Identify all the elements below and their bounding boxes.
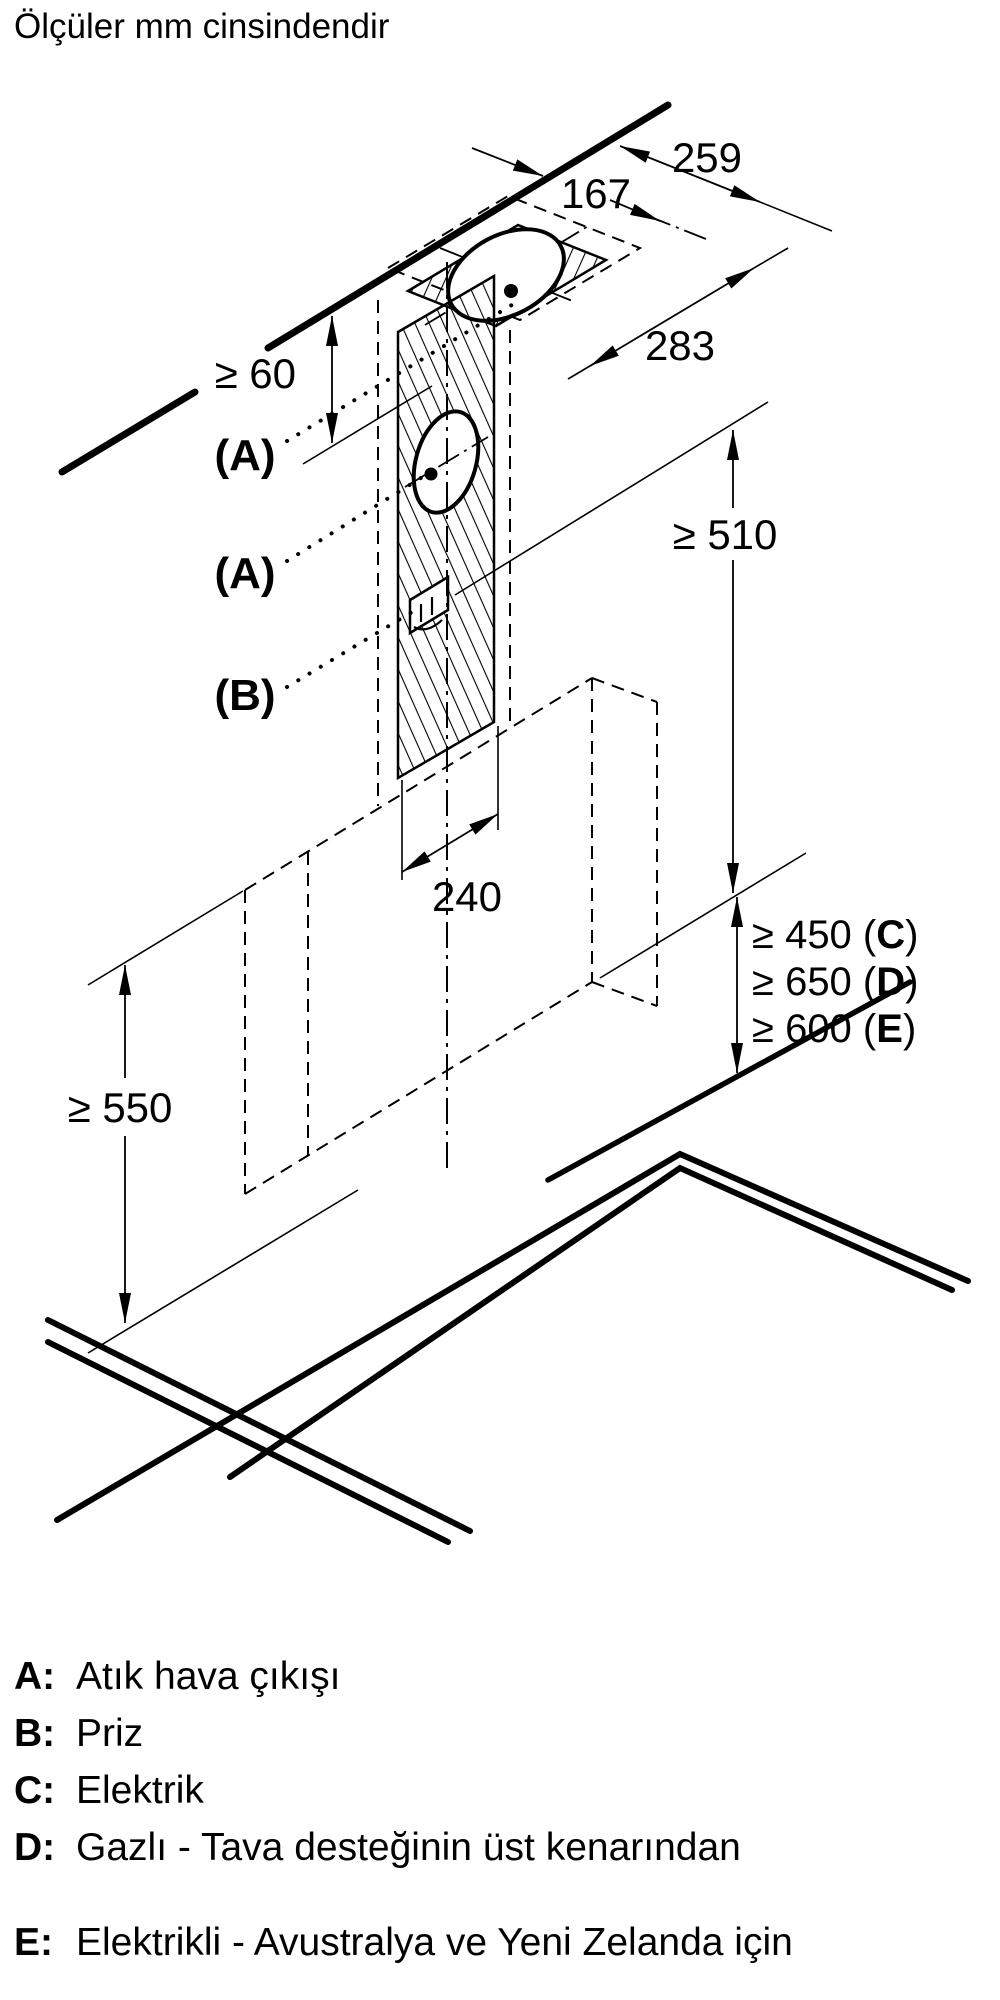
dim-240-label: 240	[432, 873, 502, 920]
clearance-650-D: ≥ 650 (D)	[752, 960, 918, 1004]
clearance-450-C: ≥ 450 (C)	[752, 913, 918, 957]
dim-min510-label: ≥ 510	[673, 511, 778, 558]
dim-240-arrow	[401, 813, 499, 873]
legend-text-e: Elektrikli - Avustralya ve Yeni Zelanda …	[76, 1921, 793, 1964]
legend-row-d: D: Gazlı - Tava desteğinin üst kenarında…	[14, 1819, 989, 1876]
dimension-arrows	[119, 145, 761, 1323]
callout-duct-top: (A)	[214, 431, 275, 480]
legend-key-c: C:	[14, 1769, 56, 1812]
callout-duct-wall: (A)	[214, 549, 275, 598]
duct-center-dot-wall	[424, 467, 438, 481]
hood-chimney-dashed	[377, 300, 511, 806]
ceiling-line	[58, 101, 672, 476]
legend-text-c: Elektrik	[76, 1769, 204, 1812]
hood-canopy-dashed	[244, 677, 658, 1195]
callout-socket: (B)	[214, 671, 275, 720]
legend-text-d: Gazlı - Tava desteğinin üst kenarından	[76, 1826, 741, 1869]
legend-text-a: Atık hava çıkışı	[76, 1655, 341, 1698]
callout-leaders	[285, 298, 522, 689]
dim-167-label: 167	[561, 170, 631, 217]
legend-key-a: A:	[14, 1655, 56, 1698]
legend-row-b: B: Priz	[14, 1705, 989, 1762]
legend-key-e: E:	[14, 1921, 53, 1964]
legend-row-c: C: Elektrik	[14, 1762, 989, 1819]
legend-key-b: B:	[14, 1712, 56, 1755]
hob-outline	[45, 979, 971, 1545]
dim-min60-label: ≥ 60	[215, 350, 296, 397]
page-title: Ölçüler mm cinsindendir	[14, 7, 390, 46]
clearance-600-E: ≥ 600 (E)	[752, 1007, 916, 1051]
dim-283-arrow	[589, 267, 755, 367]
dim-283-label: 283	[645, 322, 715, 369]
legend-text-b: Priz	[76, 1712, 144, 1755]
duct-center-dot-top	[504, 284, 518, 298]
legend-key-d: D:	[14, 1826, 56, 1869]
legend-row-a: A: Atık hava çıkışı	[14, 1648, 989, 1705]
dim-259-label: 259	[672, 134, 742, 181]
dim-259-arrow	[619, 145, 761, 203]
dim-min550-label: ≥ 550	[68, 1084, 173, 1131]
socket-symbol	[408, 574, 450, 636]
dim-167-arrow-1	[471, 147, 544, 177]
legend: A: Atık hava çıkışı B: Priz C: Elektrik …	[14, 1648, 989, 1971]
dim-167-arrow-2	[609, 199, 661, 222]
reference-lines	[87, 201, 833, 1354]
legend-row-e: E: Elektrikli - Avustralya ve Yeni Zelan…	[14, 1914, 989, 1971]
